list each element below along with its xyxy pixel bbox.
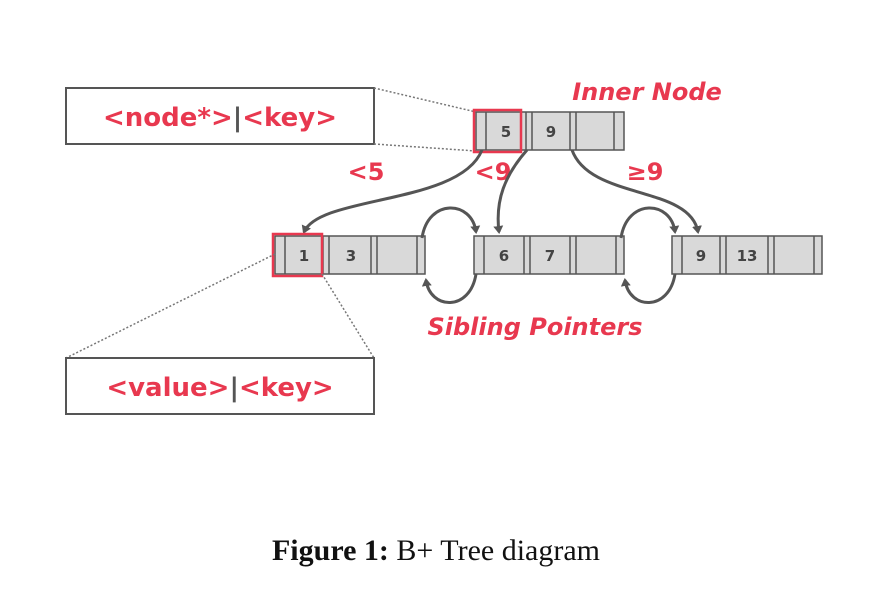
pointer-arrow-ge9 (570, 149, 702, 234)
legend-bottom-connector (321, 273, 375, 359)
inner-node-highlight (472, 108, 523, 154)
leaf1-key-3: 3 (346, 247, 356, 265)
leaf1-key-1: 1 (299, 247, 309, 265)
leaf-node-3: 9 13 (671, 235, 823, 275)
legend-separator: | (229, 373, 239, 403)
figure-caption: Figure 1: B+ Tree diagram (272, 534, 600, 567)
figure-label: Figure 1: (272, 534, 389, 567)
legend-key-text: <key> (239, 373, 334, 403)
sibling-pointer-backward-2 (620, 273, 677, 304)
leaf2-key-6: 6 (499, 247, 509, 265)
leaf-node-2: 6 7 (473, 235, 625, 275)
legend-node-key-box: <node*>|<key> (65, 87, 375, 145)
svg-text:<value>|<key>: <value>|<key> (106, 373, 333, 403)
inner-node-label: Inner Node (572, 78, 722, 106)
leaf-node-1: 1 3 (271, 232, 426, 278)
sibling-pointer-backward-1 (421, 273, 478, 304)
sibling-pointer-forward-1 (420, 206, 481, 239)
legend-key-text: <key> (242, 103, 337, 133)
leaf3-key-9: 9 (696, 247, 706, 265)
legend-top-connector (373, 87, 477, 113)
inner-key-9: 9 (546, 123, 556, 141)
legend-node-pointer-text: <node*> (103, 103, 233, 133)
inner-node: 5 9 (472, 108, 625, 154)
leaf-node-highlight (271, 232, 324, 278)
legend-bottom-connector (65, 253, 276, 359)
svg-text:<node*>|<key>: <node*>|<key> (103, 103, 337, 133)
figure-caption-text: B+ Tree diagram (389, 534, 600, 567)
legend-value-key-box: <value>|<key> (65, 357, 375, 415)
pointer-arrow-lt5 (301, 149, 484, 234)
sibling-pointer-forward-2 (619, 206, 680, 239)
branch-label-lt5: <5 (348, 158, 385, 186)
inner-key-5: 5 (501, 123, 511, 141)
leaf3-key-13: 13 (737, 247, 758, 265)
pointer-arrow-lt9 (493, 149, 529, 234)
leaf2-key-7: 7 (545, 247, 555, 265)
legend-value-text: <value> (106, 373, 229, 403)
branch-label-ge9: ≥9 (627, 158, 664, 186)
legend-top-connector (373, 143, 477, 152)
legend-separator: | (233, 103, 243, 133)
sibling-pointers-label: Sibling Pointers (427, 313, 642, 341)
